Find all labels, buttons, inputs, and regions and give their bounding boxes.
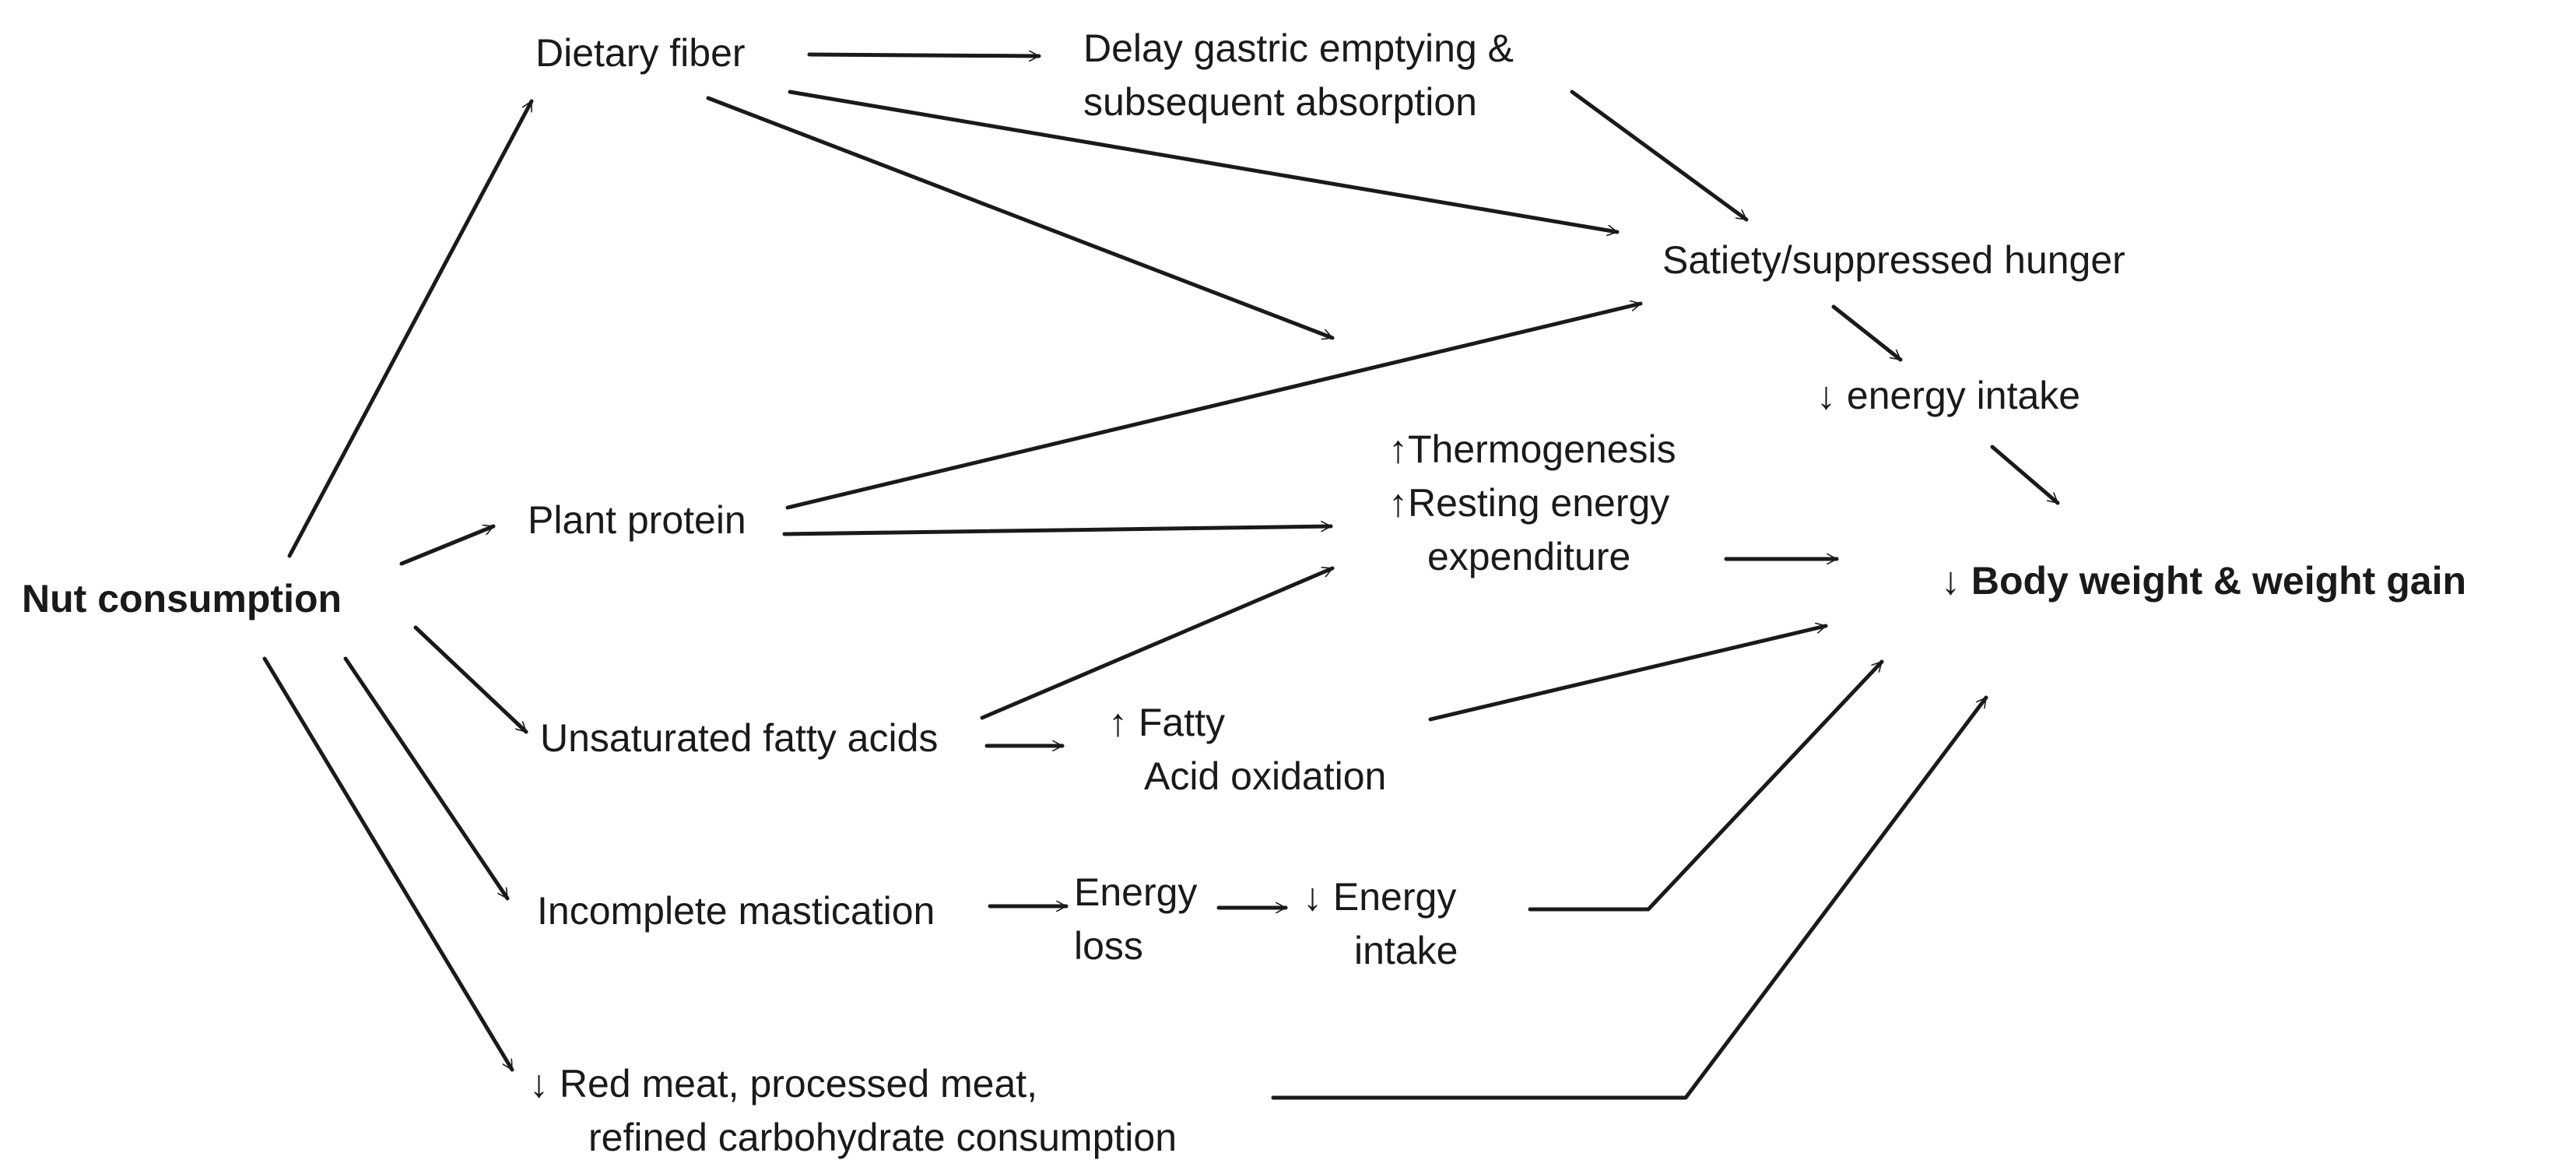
arrow-fiber-to-satiety [788, 90, 1620, 232]
delay-gastric-emptying-label: Delay gastric emptying & subsequent abso… [1083, 26, 1514, 124]
arrow-nut-to-mastication [343, 656, 510, 901]
arrow-protein-to-thermogenesis [782, 526, 1333, 536]
arrow-delay-to-satiety [1570, 90, 1749, 222]
decreased-energy-intake-label: ↓ energy intake [1816, 374, 2081, 417]
arrow-nut-to-protein [399, 524, 496, 566]
fatty-acid-oxidation-label: ↑ Fatty Acid oxidation [1108, 701, 1387, 798]
reduced-energy-intake-label: ↓ Energy intake [1303, 875, 1458, 972]
energy-loss-label: Energy loss [1074, 870, 1198, 968]
arrow-intake-to-body-weight-lower [1528, 659, 1884, 912]
arrow-satiety-to-intake [1831, 304, 1903, 362]
incomplete-mastication-label: Incomplete mastication [537, 889, 935, 933]
arrow-nut-to-ufa [413, 625, 528, 734]
arrow-oxidation-to-body-weight [1428, 626, 1828, 722]
arrow-nut-to-fiber [287, 99, 534, 558]
body-weight-label: ↓ Body weight & weight gain [1941, 559, 2466, 603]
plant-protein-label: Plant protein [528, 498, 746, 542]
nut-consumption-label: Nut consumption [22, 577, 342, 620]
red-meat-label: ↓ Red meat, processed meat, refined carb… [529, 1062, 1177, 1159]
arrow-intake-to-body-weight [1990, 445, 2060, 505]
arrow-nut-to-red-meat [262, 656, 514, 1072]
arrow-protein-to-satiety [785, 304, 1643, 510]
satiety-label: Satiety/suppressed hunger [1662, 238, 2125, 282]
arrow-ufa-to-thermogenesis [980, 566, 1335, 720]
arrow-fiber-to-thermogenesis [706, 96, 1335, 338]
arrow-red-meat-to-body-weight [1271, 695, 1988, 1100]
arrow-fiber-to-delay [807, 54, 1041, 56]
dietary-fiber-label: Dietary fiber [535, 31, 746, 75]
unsaturated-fatty-acids-label: Unsaturated fatty acids [540, 716, 939, 760]
thermogenesis-label: ↑Thermogenesis ↑Resting energy expenditu… [1388, 427, 1676, 578]
